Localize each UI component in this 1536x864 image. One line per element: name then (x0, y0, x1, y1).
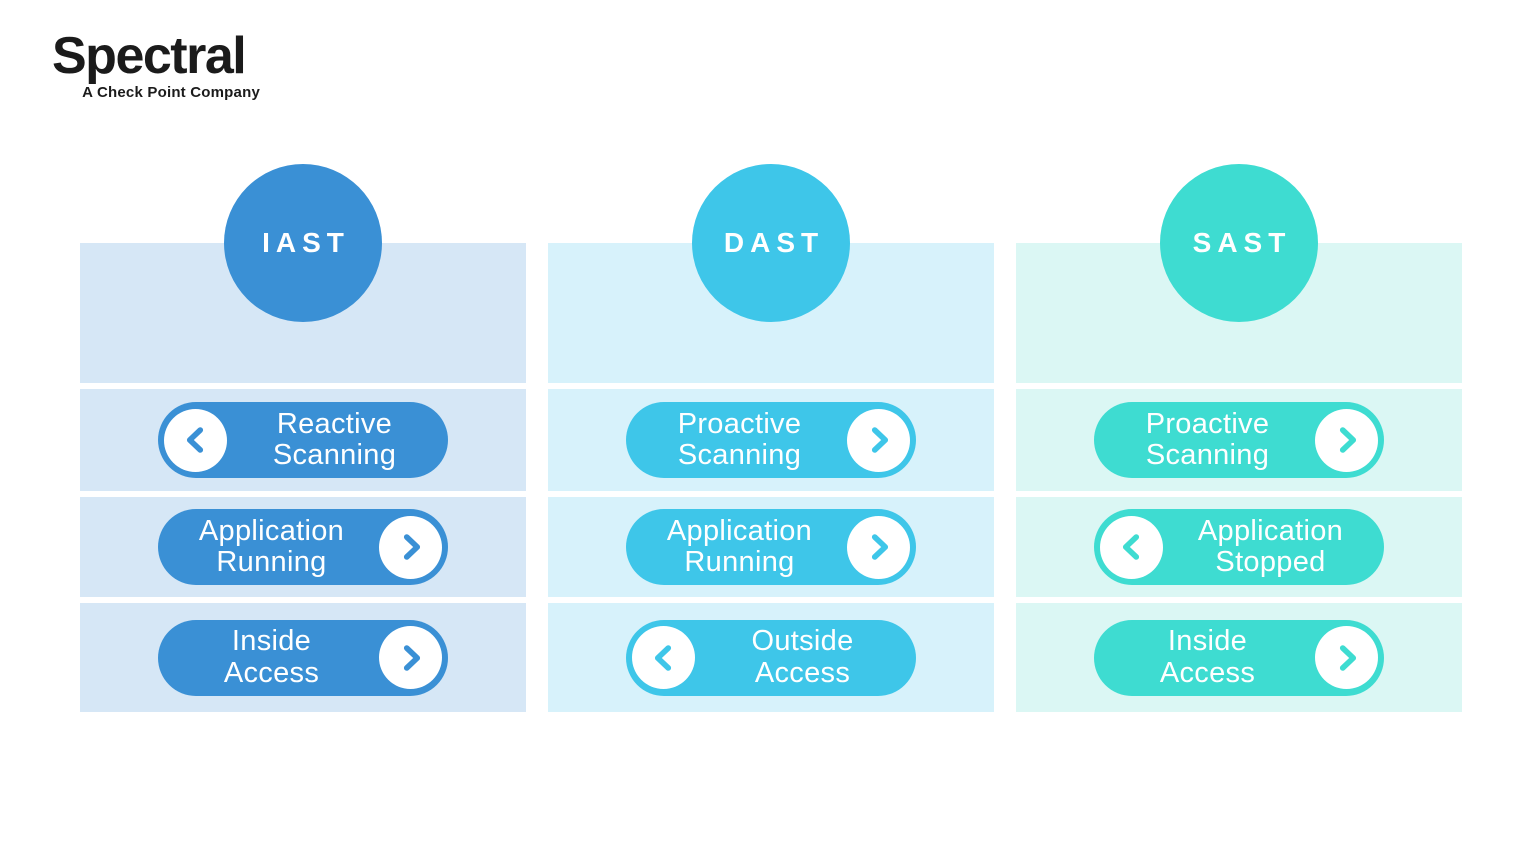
chevron-right-icon (1315, 626, 1378, 689)
column-iast: IAST Reactive Scanning Applicati (80, 164, 526, 712)
sast-title: SAST (1192, 227, 1292, 258)
pill-label-line1: Reactive (276, 407, 393, 440)
iast-row-scanning: Reactive Scanning (80, 389, 526, 491)
pill-label-line1: Application (198, 514, 345, 547)
sast-row-application: Application Stopped (1016, 497, 1462, 597)
pill-label-line2: Scanning (272, 439, 397, 471)
pill-label-line1: Inside (231, 625, 312, 658)
dast-row-access: Outside Access (548, 603, 994, 712)
logo-brand-text: Spectral (52, 27, 247, 85)
pill-label-line1: Inside (1167, 625, 1248, 658)
column-sast: SAST Proactive Scanning Applicat (1016, 164, 1462, 712)
pill-label-line2: Scanning (677, 439, 802, 471)
pill-label-line2: Running (216, 546, 327, 578)
iast-header-circle: IAST (224, 164, 382, 322)
pill-inside-access: Inside Access (158, 619, 448, 696)
chevron-left-icon (1100, 515, 1163, 579)
chevron-right-icon (1315, 408, 1378, 472)
chevron-right-icon (847, 515, 910, 579)
scanner-comparison-diagram: IAST Reactive Scanning Applicati (80, 164, 1462, 712)
pill-application-stopped: Application Stopped (1094, 509, 1384, 585)
pill-label: Outside Access (695, 626, 910, 688)
pill-label-line2: Access (1159, 656, 1256, 689)
pill-label: Proactive Scanning (1100, 407, 1315, 471)
pill-label-line2: Scanning (1145, 439, 1270, 471)
pill-label-line2: Access (754, 656, 851, 689)
pill-label: Application Stopped (1163, 514, 1378, 578)
dast-row-scanning: Proactive Scanning (548, 389, 994, 491)
pill-label: Application Running (164, 514, 379, 578)
chevron-right-icon (847, 408, 910, 472)
pill-application-running: Application Running (626, 509, 916, 585)
sast-row-scanning: Proactive Scanning (1016, 389, 1462, 491)
column-dast: DAST Proactive Scanning Applicat (548, 164, 994, 712)
spectral-logo: Spectral A Check Point Company (52, 30, 260, 101)
chevron-right-icon (379, 515, 442, 579)
pill-label-line1: Application (666, 514, 813, 547)
pill-proactive-scanning: Proactive Scanning (626, 402, 916, 478)
pill-label: Application Running (632, 514, 847, 578)
pill-label-line2: Stopped (1215, 546, 1326, 578)
pill-proactive-scanning: Proactive Scanning (1094, 402, 1384, 478)
dast-title: DAST (723, 227, 825, 258)
pill-outside-access: Outside Access (626, 619, 916, 696)
iast-row-application: Application Running (80, 497, 526, 597)
pill-label-line1: Outside (751, 625, 854, 658)
iast-header-section: IAST (80, 164, 526, 383)
pill-label-line2: Running (684, 546, 795, 578)
chevron-right-icon (379, 626, 442, 689)
logo-tagline: A Check Point Company (82, 84, 260, 101)
iast-row-access: Inside Access (80, 603, 526, 712)
pill-reactive-scanning: Reactive Scanning (158, 402, 448, 478)
dast-header-circle: DAST (692, 164, 850, 322)
sast-header-section: SAST (1016, 164, 1462, 383)
pill-label: Proactive Scanning (632, 407, 847, 471)
pill-label-line1: Proactive (1145, 407, 1270, 440)
pill-label: Inside Access (164, 626, 379, 688)
chevron-left-icon (164, 408, 227, 472)
sast-row-access: Inside Access (1016, 603, 1462, 712)
sast-header-circle: SAST (1160, 164, 1318, 322)
pill-inside-access: Inside Access (1094, 619, 1384, 696)
pill-label-line1: Application (1197, 514, 1344, 547)
pill-application-running: Application Running (158, 509, 448, 585)
iast-title: IAST (262, 227, 350, 258)
dast-header-section: DAST (548, 164, 994, 383)
pill-label: Reactive Scanning (227, 407, 442, 471)
pill-label: Inside Access (1100, 626, 1315, 688)
dast-row-application: Application Running (548, 497, 994, 597)
pill-label-line1: Proactive (677, 407, 802, 440)
pill-label-line2: Access (223, 656, 320, 689)
chevron-left-icon (632, 626, 695, 689)
